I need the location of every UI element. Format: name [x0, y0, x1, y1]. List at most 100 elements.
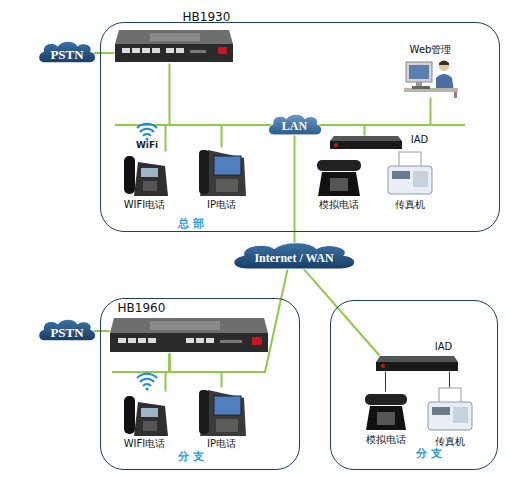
- fax-machine: 传真机: [386, 152, 434, 196]
- analog-phone: 模拟电话: [364, 392, 408, 430]
- person-body: [436, 74, 454, 92]
- port: [128, 338, 136, 343]
- keyboard: [412, 86, 430, 89]
- fax-paper: [439, 388, 461, 403]
- group-label: 总 部: [161, 217, 221, 230]
- web-admin: Web管理: [400, 44, 462, 98]
- handset: [317, 160, 361, 171]
- device-label: IP电话: [187, 199, 257, 211]
- logo: [334, 143, 338, 147]
- phone-screen: [214, 396, 241, 415]
- device-label: WIFI电话: [110, 438, 180, 450]
- ip-phone: IP电话: [198, 148, 246, 196]
- phone-body: [366, 406, 406, 430]
- group-label: 分 支: [399, 447, 459, 460]
- port: [138, 338, 146, 343]
- network-link: [449, 372, 450, 388]
- handset: [365, 394, 407, 405]
- device-label: HB1930: [175, 10, 239, 24]
- person-head: [439, 61, 449, 71]
- cloud-label: LAN: [266, 112, 324, 139]
- iad-front: [330, 141, 402, 149]
- keypad: [216, 179, 238, 192]
- vent: [220, 340, 242, 343]
- ip-phone: [199, 150, 246, 196]
- fax-body: [428, 402, 472, 430]
- fax-keys: [453, 407, 468, 423]
- branch-group: 分 支HB1960WIFI电话IP电话: [100, 298, 300, 470]
- port: [122, 48, 130, 53]
- logo: [252, 337, 262, 345]
- ip-phone: [199, 390, 246, 436]
- wifi-arc: [140, 129, 154, 132]
- network-link: [316, 98, 431, 126]
- screen: [409, 65, 429, 79]
- handset: [124, 156, 135, 194]
- fax-machine: [428, 388, 472, 430]
- headquarters-group: 总 部HB1930Web管理LANIADWIFI电话IP电话模拟电话传真机: [100, 22, 500, 232]
- keypad: [377, 412, 395, 425]
- monitor: [406, 62, 432, 82]
- keypad: [143, 421, 157, 431]
- wifi-dot: [146, 138, 149, 141]
- cloud-label: PSTN: [36, 39, 98, 67]
- iad-device: IAD: [330, 136, 402, 150]
- hb1960-device: [110, 318, 268, 352]
- device-label: Web管理: [400, 44, 462, 56]
- fax-machine: [388, 152, 432, 194]
- icon-label: WiFi: [130, 140, 164, 151]
- handset: [124, 396, 135, 434]
- port: [186, 338, 194, 343]
- wifi-icon: [137, 374, 157, 391]
- port: [166, 48, 174, 53]
- network-link: [170, 267, 289, 372]
- wifi-arc: [137, 374, 157, 378]
- phone-body: [134, 402, 168, 436]
- phone-body: [318, 172, 360, 196]
- pbx-device: HB1930: [115, 30, 233, 64]
- wifi-phone: WIFI电话: [122, 392, 168, 436]
- wifi-phone: WIFI电话: [122, 152, 168, 196]
- device-panel: [150, 33, 200, 41]
- device-label: IAD: [428, 341, 460, 353]
- device-label: WIFI电话: [110, 199, 180, 211]
- wifi-phone: [124, 396, 168, 436]
- analog-phone: 模拟电话: [316, 158, 362, 196]
- port: [142, 48, 150, 53]
- device-top: [115, 30, 233, 44]
- cloud-label: Internet / WAN: [228, 240, 360, 274]
- phone-body: [200, 150, 246, 196]
- wifi-arc: [140, 379, 154, 382]
- analog-phone: [317, 160, 361, 196]
- web-admin-pc: [404, 61, 458, 99]
- phone-screen: [141, 408, 158, 417]
- device-label: HB1960: [118, 301, 174, 315]
- desk: [404, 88, 458, 92]
- pstn-cloud: PSTN: [36, 39, 98, 67]
- network-link: [94, 52, 115, 54]
- iad-device: [330, 136, 402, 149]
- device-label: IAD: [404, 134, 436, 146]
- network-link: [302, 267, 380, 355]
- iad-front: [376, 362, 458, 371]
- iad-top: [330, 136, 402, 141]
- device-label: 传真机: [377, 199, 443, 211]
- fax-keys: [413, 171, 428, 187]
- branch-group: 分 支IAD模拟电话传真机: [330, 300, 498, 470]
- port: [196, 338, 204, 343]
- phone-screen: [141, 168, 158, 177]
- phone-body: [134, 162, 168, 196]
- port: [132, 48, 140, 53]
- device-top: [110, 318, 268, 333]
- network-link: [170, 64, 274, 126]
- device-label: 模拟电话: [351, 434, 421, 446]
- port: [148, 338, 156, 343]
- wifi-arc: [143, 384, 151, 386]
- wifi-dot: [146, 388, 149, 391]
- fax-panel: [432, 407, 450, 415]
- device-label: 模拟电话: [304, 199, 374, 211]
- handset: [199, 390, 209, 434]
- network-link: [94, 330, 110, 332]
- network-link: [166, 125, 274, 152]
